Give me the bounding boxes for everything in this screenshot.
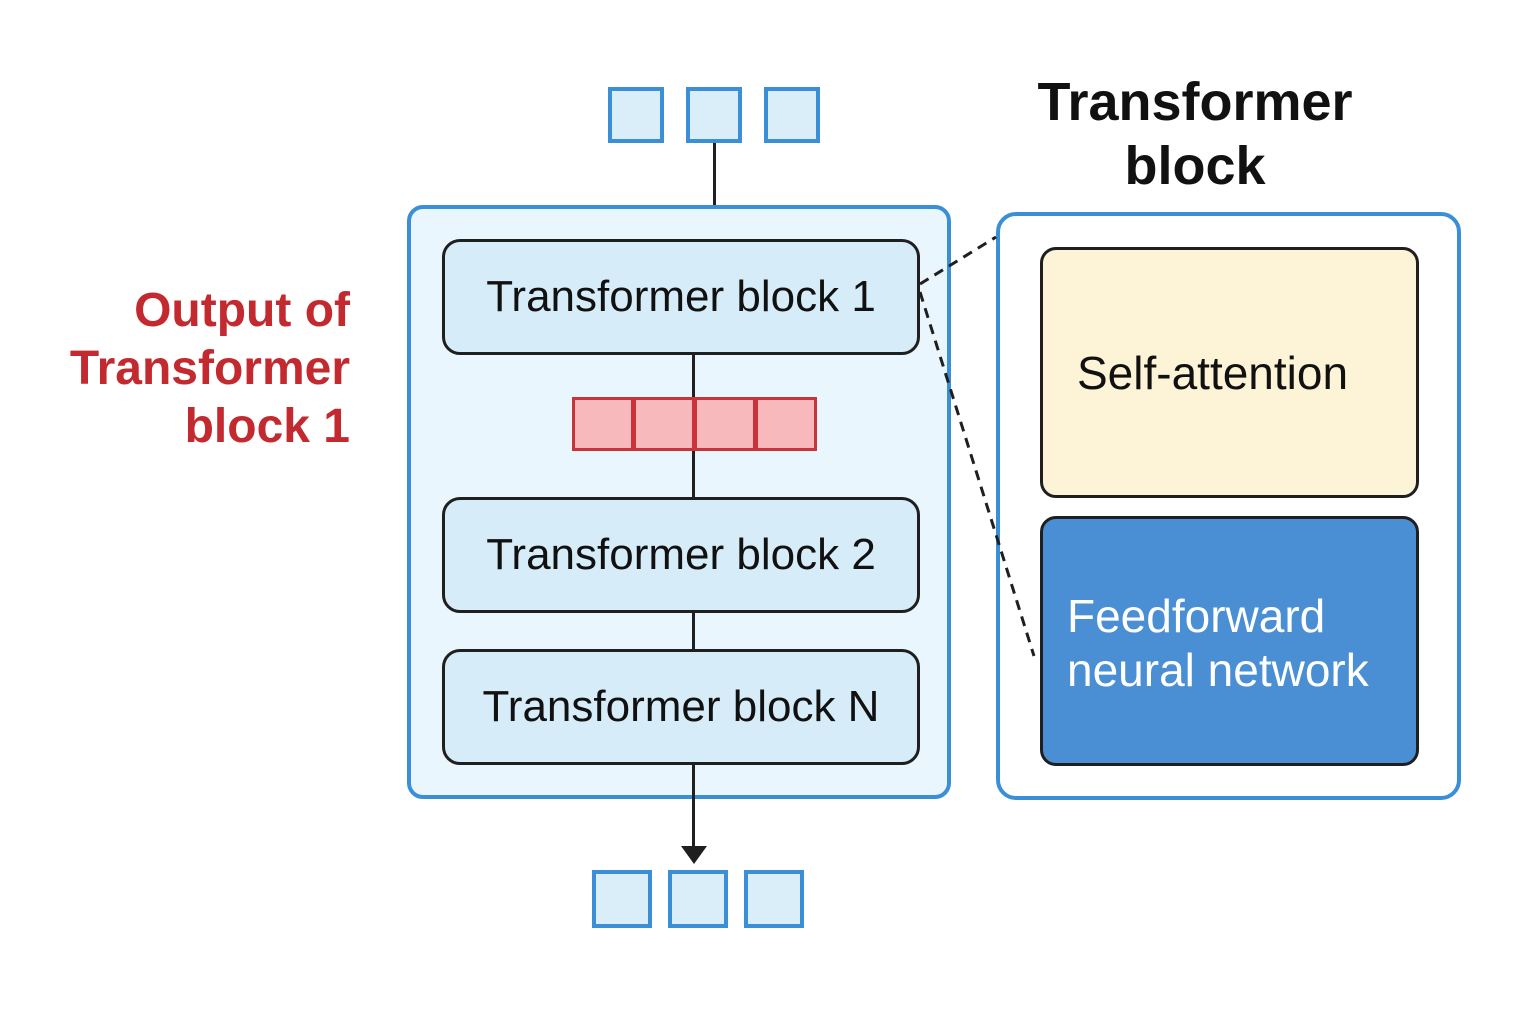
output-token [744, 870, 804, 928]
feedforward-box: Feedforward neural network [1040, 516, 1419, 766]
output-connector [692, 763, 695, 851]
detail-title: Transformer block [1010, 70, 1380, 198]
output-vector-cell [572, 397, 634, 451]
self-attention-box: Self-attention [1040, 247, 1419, 498]
input-token [764, 87, 820, 143]
input-token [686, 87, 742, 143]
output-vector-cell [694, 397, 756, 451]
transformer-block-2: Transformer block 2 [442, 497, 920, 613]
block-connector [692, 610, 695, 652]
output-token [592, 870, 652, 928]
detail-title-line: Transformer [1037, 72, 1353, 132]
feedforward-label-line: neural network [1067, 644, 1369, 696]
output-label-line: Transformer [69, 342, 350, 395]
input-token [608, 87, 664, 143]
detail-title-line: block [1124, 136, 1266, 196]
transformer-block-n: Transformer block N [442, 649, 920, 765]
output-label-line: block 1 [184, 400, 350, 453]
self-attention-label: Self-attention [1077, 346, 1349, 399]
output-label: Output of Transformer block 1 [20, 282, 350, 456]
output-token [668, 870, 728, 928]
feedforward-label-line: Feedforward [1067, 590, 1326, 642]
input-connector [713, 143, 716, 207]
output-vector-cell [755, 397, 817, 451]
output-vector-cell [633, 397, 695, 451]
output-label-line: Output of [134, 284, 350, 337]
transformer-block-1: Transformer block 1 [442, 239, 920, 355]
